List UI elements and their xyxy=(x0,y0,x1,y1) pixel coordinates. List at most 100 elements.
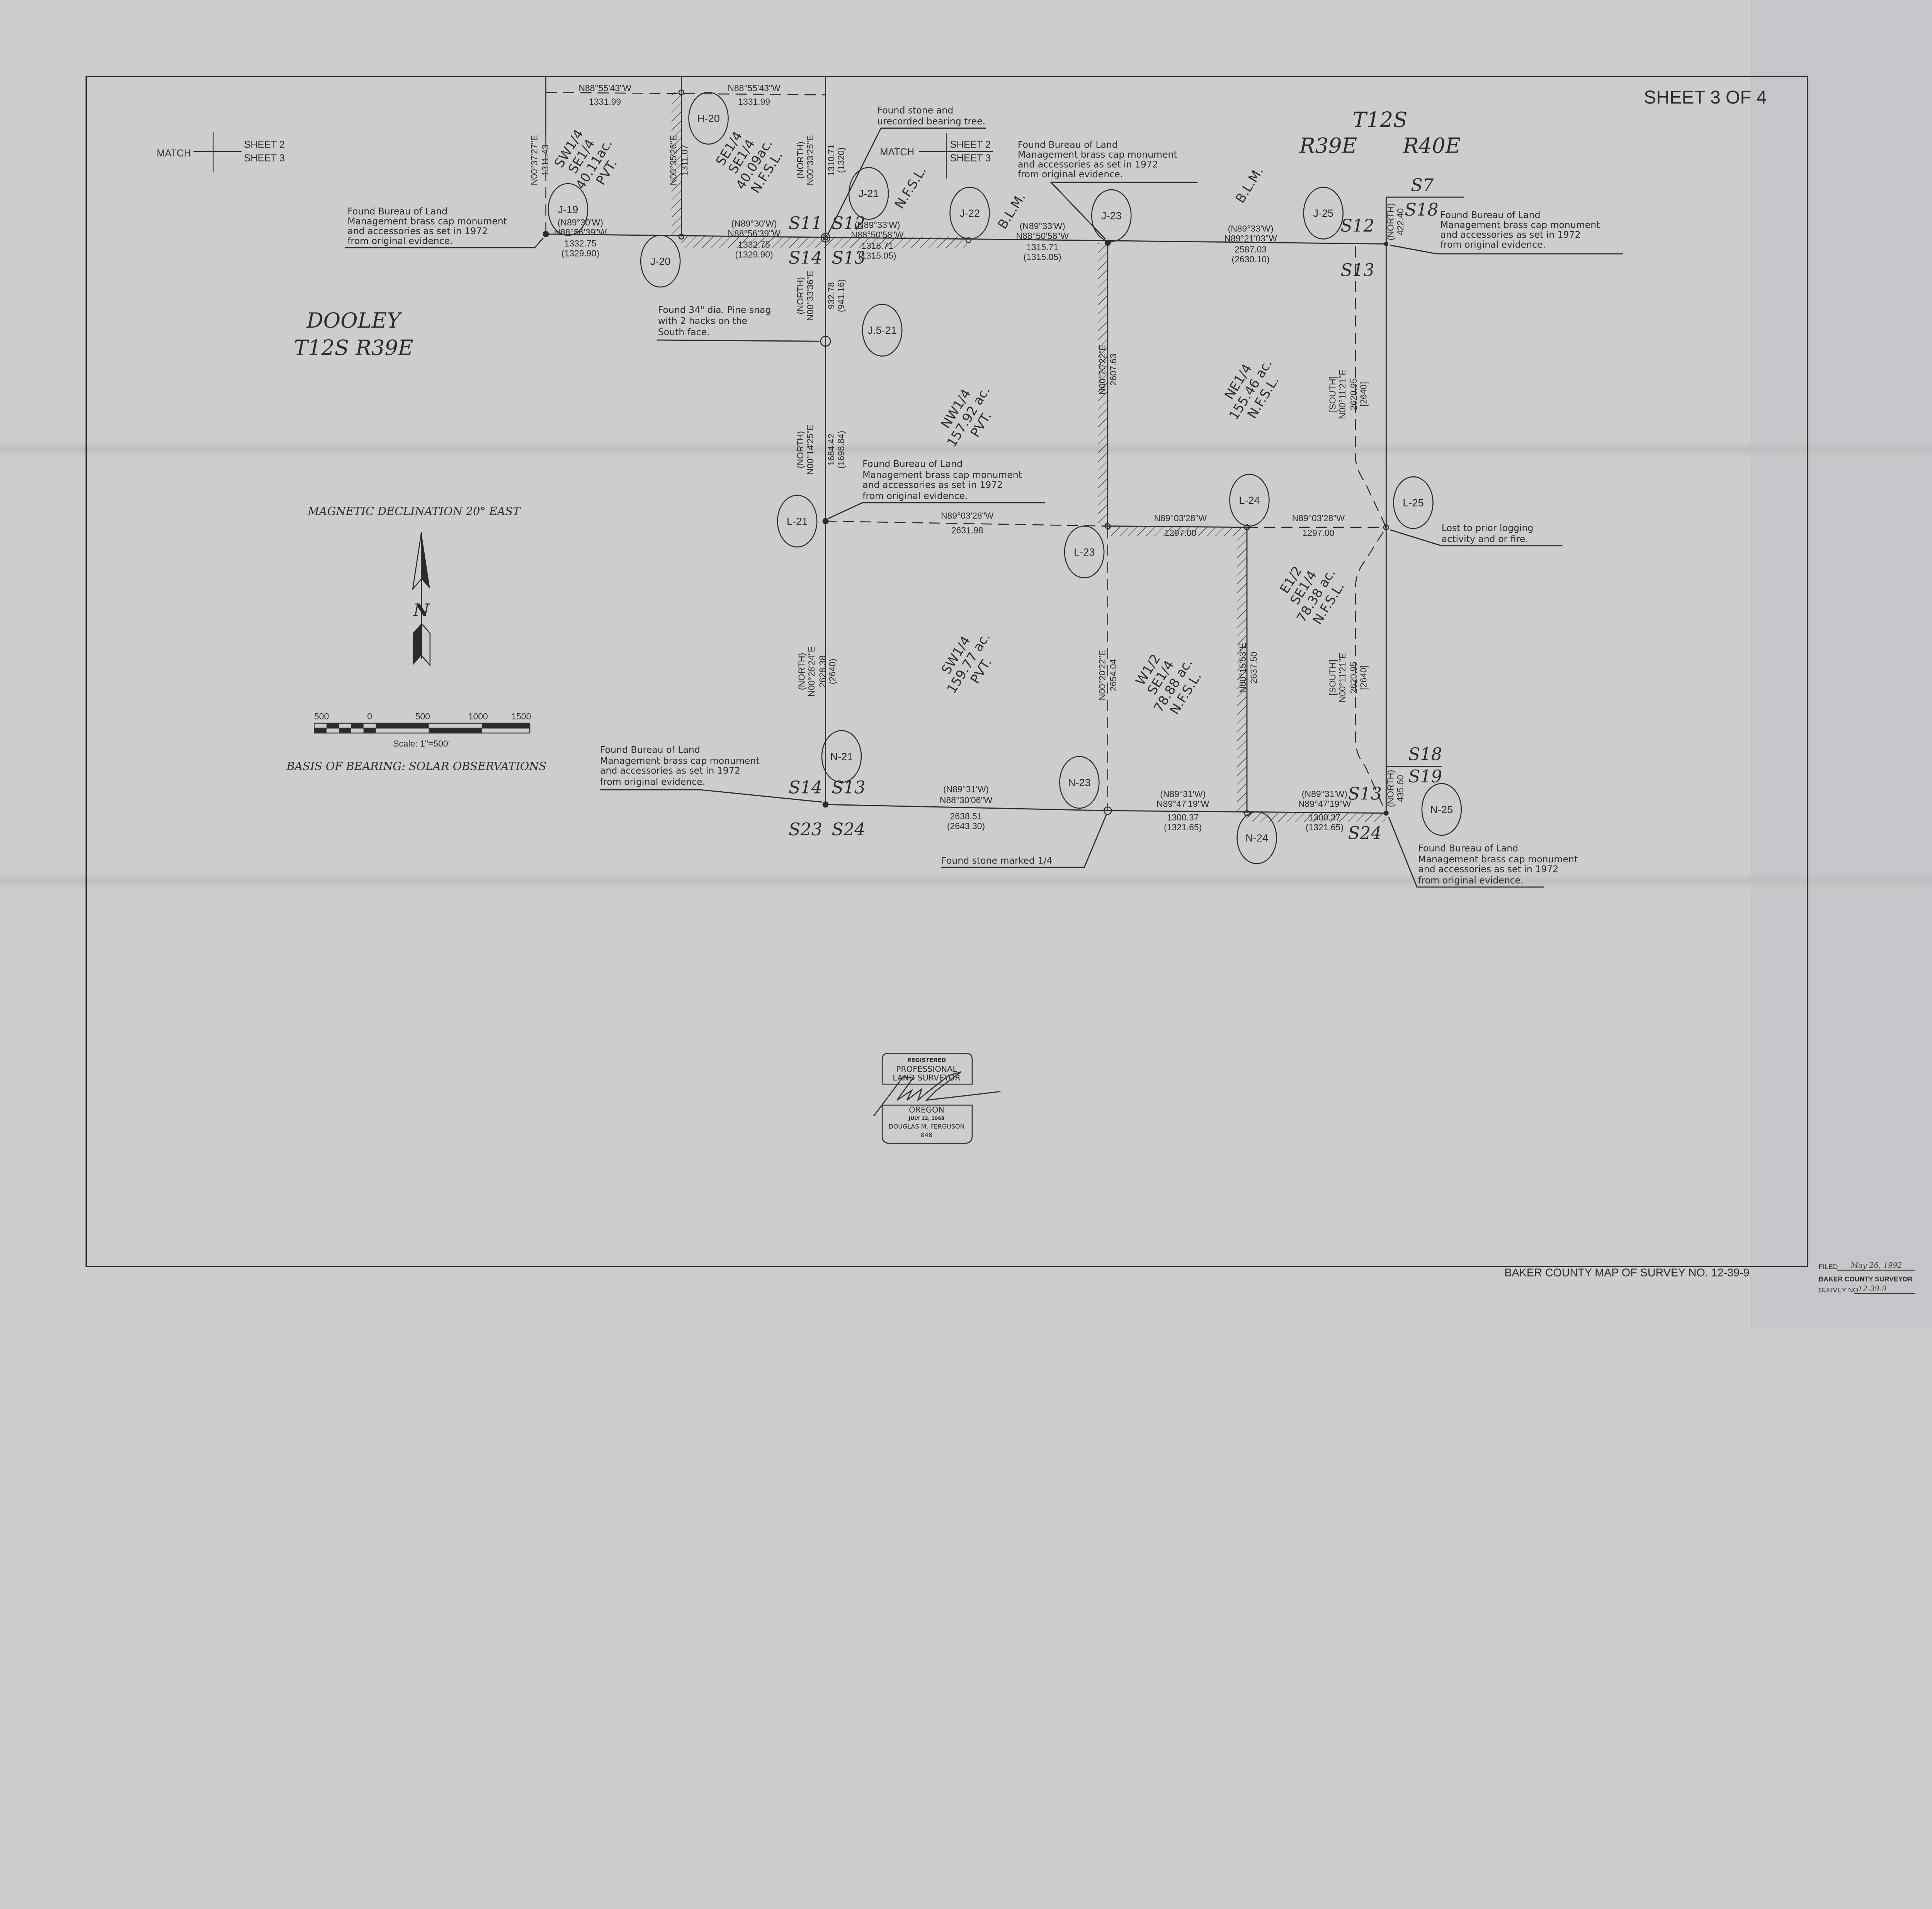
paper-edge-shade xyxy=(1750,0,1932,1328)
township-east: T12S xyxy=(1352,107,1407,132)
map-text: Found Bureau of Land xyxy=(347,206,447,217)
course-record-distance: [2640] xyxy=(1358,665,1368,690)
course-record: (N89°31'W) xyxy=(1160,789,1206,799)
map-text: South face. xyxy=(658,326,710,337)
map-text: Management brass cap monument xyxy=(1440,219,1600,230)
section-label: S14 xyxy=(789,248,822,268)
note-blm-n21: Found Bureau of Land Management brass ca… xyxy=(600,744,822,803)
course-bearing: N88°55'43"W xyxy=(728,83,781,93)
course-bearing: N00°15'53"E xyxy=(1238,643,1248,693)
course-record-distance: (1329.90) xyxy=(735,249,773,259)
top-course-labels: N88°55'43"W 1331.99 N88°55'43"W 1331.99 xyxy=(578,83,781,107)
signature xyxy=(873,1071,1001,1117)
map-text: Found 34" dia. Pine snag xyxy=(658,304,771,315)
course-record: (N89°33'W) xyxy=(1228,223,1274,233)
map-text: Found Bureau of Land xyxy=(1418,843,1518,853)
map-text: urecorded bearing tree. xyxy=(877,116,985,127)
monument-label: L-24 xyxy=(1239,494,1260,506)
seal-date: JULY 12, 1968 xyxy=(908,1116,945,1121)
map-text: from original evidence. xyxy=(600,776,705,787)
vertical-course-labels: N00°37'27"E 1311.43 N00°35'26"E 1311.07 … xyxy=(529,135,1405,807)
monument-label: N-25 xyxy=(1430,804,1453,816)
match-sheet-b: SHEET 3 xyxy=(244,153,285,164)
section-label: S12 xyxy=(1340,216,1374,236)
course-distance: 1315.71 xyxy=(1026,242,1058,252)
course-distance: 1311.43 xyxy=(540,144,550,176)
section-label: S19 xyxy=(1408,767,1442,787)
course-distance: 2628.38 xyxy=(817,655,827,687)
course-record: (NORTH) xyxy=(795,277,805,314)
course-record: (NORTH) xyxy=(796,653,806,690)
monument-circle xyxy=(965,237,972,243)
course-record-distance: (1315.05) xyxy=(858,251,896,261)
monument-label: J-22 xyxy=(959,207,980,219)
course-record-distance: (2630.10) xyxy=(1232,254,1270,264)
scale-tick: 1000 xyxy=(468,711,488,721)
section-label: S11 xyxy=(789,213,822,233)
map-text: Management brass cap monument xyxy=(1018,149,1177,160)
course-record: (NORTH) xyxy=(795,431,805,468)
course-bearing: N00°14'25"E xyxy=(805,425,815,475)
monument-label: J-20 xyxy=(650,255,671,267)
map-text: from original evidence. xyxy=(1018,169,1123,180)
course-bearing: N89°21'03"W xyxy=(1224,233,1277,243)
filed-stamp: FILED May 26, 1992 BAKER COUNTY SURVEYOR… xyxy=(1819,1261,1915,1294)
course-distance: 1332.75 xyxy=(564,238,596,248)
course-bearing: N00°35'26"E xyxy=(668,135,679,185)
map-text: Found Bureau of Land xyxy=(862,459,963,469)
map-text: Management brass cap monument xyxy=(862,469,1022,480)
map-text: with 2 hacks on the xyxy=(658,316,747,326)
monument-circle xyxy=(1244,524,1250,530)
course-record: [SOUTH] xyxy=(1328,660,1338,695)
course-bearing: N00°28'24"E xyxy=(806,646,816,697)
map-text: Found stone and xyxy=(877,105,953,116)
note-blm-l21: Found Bureau of Land Management brass ca… xyxy=(828,459,1045,519)
section-label: S7 xyxy=(1411,175,1434,195)
monument-label: J-19 xyxy=(558,204,578,216)
course-bearing: N00°20'22"E xyxy=(1097,345,1107,395)
map-text: from original evidence. xyxy=(1440,239,1546,250)
scale-tick: 1500 xyxy=(511,711,531,721)
note-blm-j19: Found Bureau of Land Management brass ca… xyxy=(345,206,544,248)
section-label: S24 xyxy=(832,819,865,840)
course-record-distance: (1329.90) xyxy=(561,248,599,258)
course-distance: 1315.71 xyxy=(861,241,893,251)
course-distance: 2620.95 xyxy=(1349,378,1359,410)
monument-double-circle xyxy=(1103,806,1112,815)
course-record: (N89°33'W) xyxy=(1020,221,1065,231)
sheet-label: SHEET 3 OF 4 xyxy=(1644,87,1767,108)
section-labels: S11 S12 S14 S13 S12 S13 S7 S18 S14 S13 S… xyxy=(789,175,1442,843)
map-text: and accessories as set in 1972 xyxy=(1018,159,1158,170)
monument-labels: J-19 J-20 H-20 J-21 J-22 J-23 J-25 J.5-2… xyxy=(548,92,1462,864)
surveyor-seal: REGISTERED PROFESSIONAL LAND SURVEYOR OR… xyxy=(873,1053,1001,1144)
match-line-center: MATCH SHEET 2 SHEET 3 xyxy=(880,133,993,179)
course-distance: 1297.00 xyxy=(1164,528,1196,538)
note-stone-quarter: Found stone marked 1/4 xyxy=(941,814,1107,868)
course-bearing: N88°56'39"W xyxy=(728,228,781,238)
course-record: (N89°33'W) xyxy=(854,220,900,230)
course-bearing: N00°11'21"E xyxy=(1337,369,1347,419)
lost-corner xyxy=(1383,524,1389,530)
section-label: S18 xyxy=(1408,744,1442,764)
map-text: Management brass cap monument xyxy=(1418,854,1578,865)
course-distance: 2638.51 xyxy=(950,811,982,821)
course-distance: 1300.37 xyxy=(1308,813,1340,823)
course-record-distance: (1320) xyxy=(836,147,846,173)
map-text: Found Bureau of Land xyxy=(1440,209,1541,220)
monument-label: J-23 xyxy=(1101,210,1122,222)
monument-label: J-21 xyxy=(859,187,879,199)
north-letter: N xyxy=(413,600,430,620)
course-record-distance: (1321.65) xyxy=(1164,822,1202,832)
monument-label: L-25 xyxy=(1403,497,1423,509)
monument-label: J.5-21 xyxy=(868,324,897,336)
map-text: Found stone marked 1/4 xyxy=(941,855,1052,866)
seal-name: DOUGLAS M. FERGUSON xyxy=(888,1123,964,1130)
section-label: S13 xyxy=(832,778,865,798)
section-label: S13 xyxy=(832,248,865,268)
course-bearing: N88°56'39"W xyxy=(554,227,607,237)
filed-label: FILED xyxy=(1819,1263,1838,1270)
range-r39e: R39E xyxy=(1299,133,1357,158)
monument-label: N-24 xyxy=(1245,832,1268,844)
section-label: S23 xyxy=(789,819,822,840)
course-bearing: N89°03'28"W xyxy=(941,510,994,520)
